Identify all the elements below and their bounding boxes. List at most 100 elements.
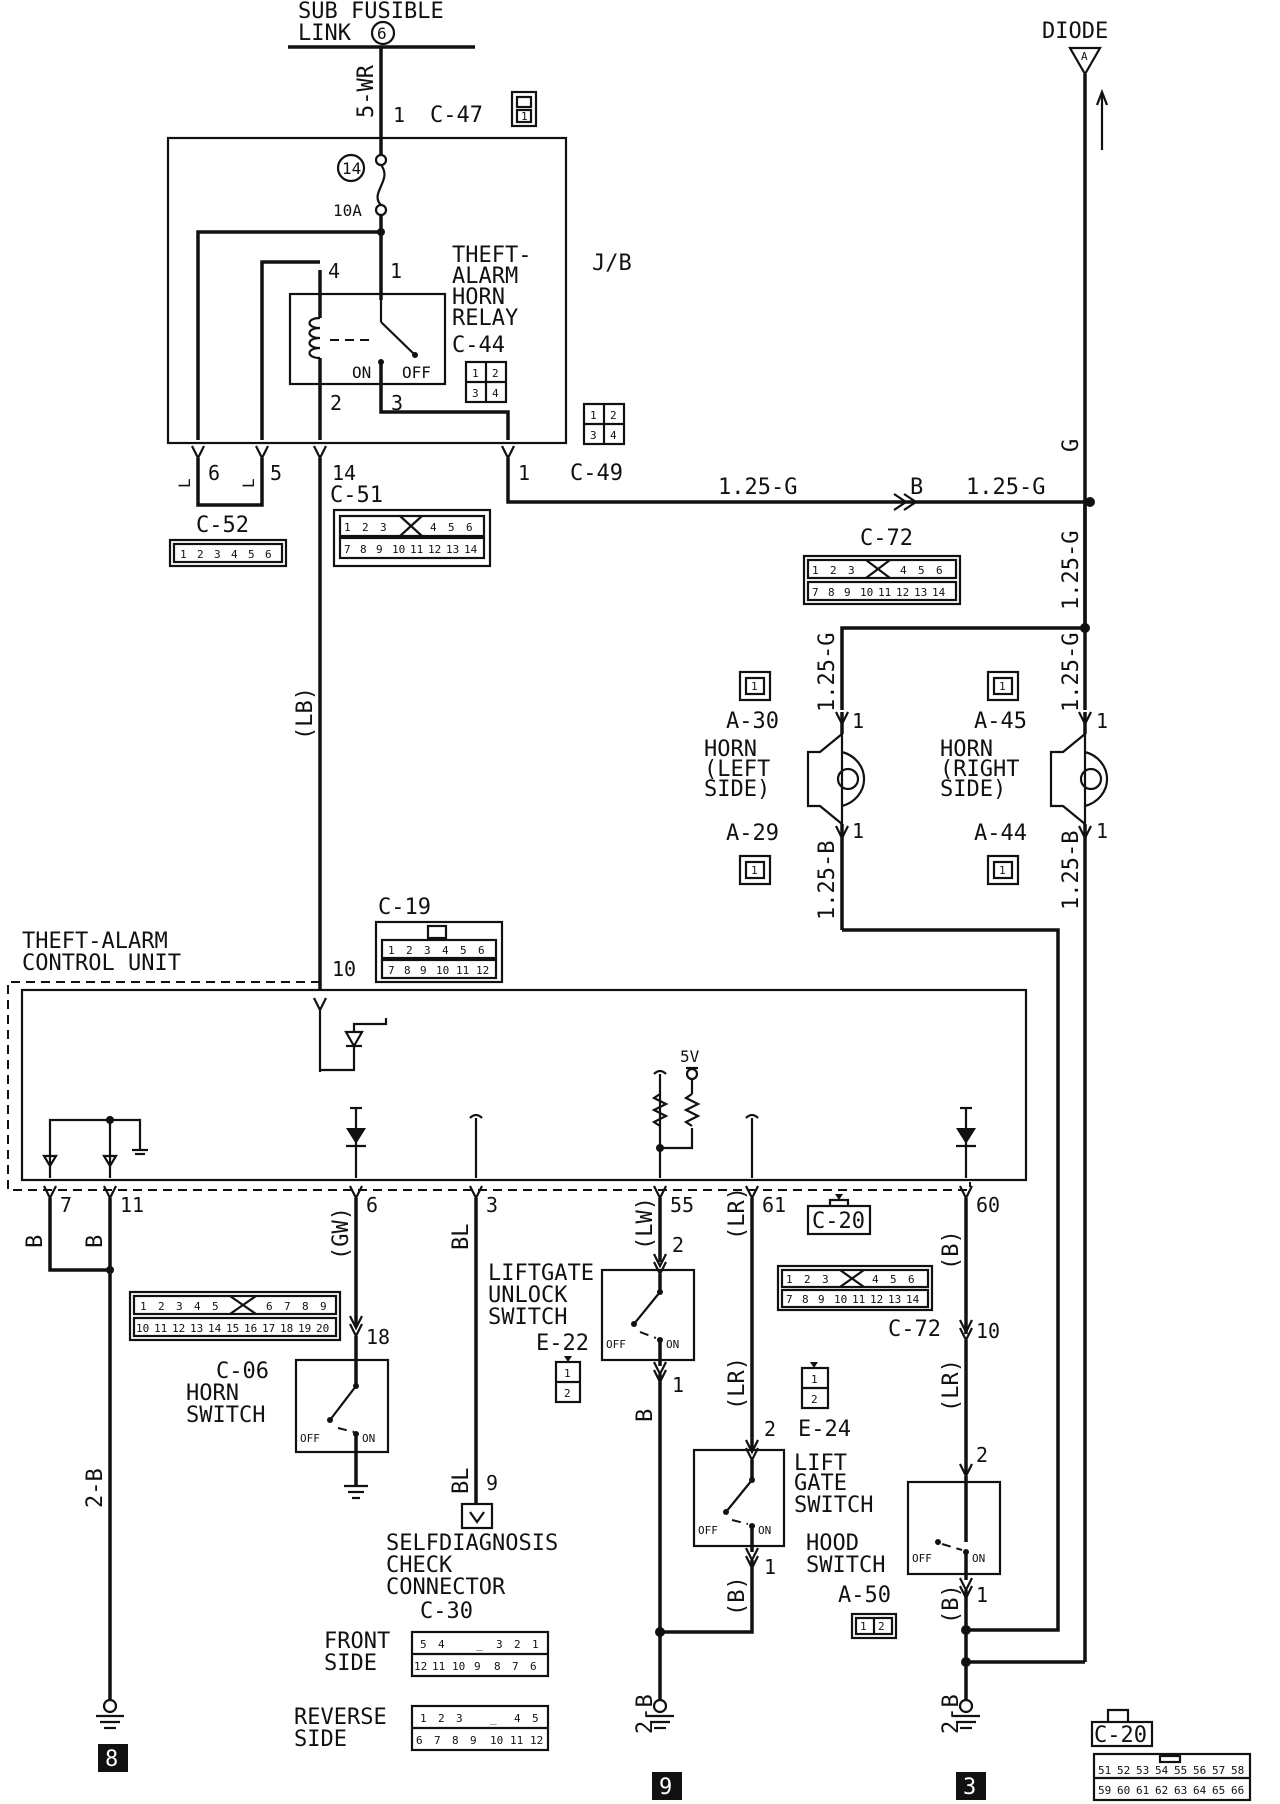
svg-text:12: 12	[414, 1660, 427, 1673]
selfdiag-label-1: SELFDIAGNOSIS	[386, 1531, 558, 1556]
wire-label-bl3: BL	[449, 1224, 474, 1251]
svg-text:1: 1	[590, 409, 597, 422]
svg-text:6: 6	[530, 1660, 537, 1673]
pin-c30-9: 9	[486, 1471, 498, 1495]
pin-c52-6: 6	[208, 461, 220, 485]
svg-text:18: 18	[280, 1322, 293, 1335]
wire-label-gw: (GW)	[329, 1207, 354, 1260]
horn-left-label-3: SIDE)	[704, 777, 770, 802]
svg-text:12: 12	[172, 1322, 185, 1335]
wire-label-b-lg: B	[633, 1409, 658, 1422]
control-unit-pin-arrows	[43, 1185, 973, 1201]
selfdiag-label-3: CONNECTOR	[386, 1575, 506, 1600]
wire-label-bl9: BL	[449, 1468, 474, 1495]
svg-text:9: 9	[844, 586, 851, 599]
svg-text:5: 5	[420, 1638, 427, 1651]
svg-text:5: 5	[212, 1300, 219, 1313]
svg-text:9: 9	[420, 964, 427, 977]
svg-text:1: 1	[811, 1373, 818, 1386]
fuse-element	[376, 164, 386, 206]
svg-text:57: 57	[1212, 1764, 1225, 1777]
connector-c06-face: 1 2 3 4 5 6 7 8 9 10 11 12 13 14 15 16 1…	[128, 1290, 342, 1342]
wire-horn-left-ground	[842, 928, 1060, 1632]
pin-c52-5: 5	[270, 461, 282, 485]
svg-text:5: 5	[460, 944, 467, 957]
control-unit-label-1: THEFT-ALARM	[22, 929, 168, 954]
svg-text:1: 1	[472, 367, 479, 380]
svg-text:65: 65	[1212, 1784, 1225, 1797]
svg-text:4: 4	[430, 521, 437, 534]
svg-text:1: 1	[786, 1273, 793, 1286]
relay-pin-2: 2	[330, 391, 342, 415]
svg-text:10: 10	[834, 1293, 847, 1306]
pin-e22-1: 1	[672, 1373, 684, 1397]
svg-text:11: 11	[456, 964, 469, 977]
connector-c20-label-bottom: C-20	[1094, 1723, 1147, 1748]
svg-text:19: 19	[298, 1322, 311, 1335]
svg-text:60: 60	[1117, 1784, 1130, 1797]
svg-text:12: 12	[428, 543, 441, 556]
diode-icon	[1068, 46, 1102, 77]
pin-6: 6	[366, 1193, 378, 1217]
wire-label-b11: B	[83, 1235, 108, 1248]
svg-text:1: 1	[521, 110, 528, 123]
liftgate-unlock-off: OFF	[606, 1338, 626, 1351]
svg-text:11: 11	[410, 543, 423, 556]
svg-text:17: 17	[262, 1322, 275, 1335]
svg-text:1: 1	[751, 680, 758, 693]
svg-text:66: 66	[1231, 1784, 1244, 1797]
relay-switch-arm	[380, 321, 416, 356]
connector-a29-face: 1	[738, 854, 772, 886]
svg-text:6: 6	[936, 564, 943, 577]
jb-bottom-connectors	[191, 445, 515, 461]
fuse-number: 14	[342, 159, 361, 178]
svg-text:4: 4	[610, 429, 617, 442]
wire-label-5wr: 5-WR	[354, 64, 379, 118]
connector-c06-label: C-06	[216, 1359, 269, 1384]
svg-text:14: 14	[464, 543, 478, 556]
svg-text:1: 1	[420, 1712, 427, 1725]
connector-c30-reverse-face: 1 2 3 _ 4 5 6 7 8 9 10 11 12	[410, 1704, 550, 1752]
connector-c20-face: 51 52 53 54 55 56 57 58 59 60 61 62 63 6…	[1092, 1752, 1252, 1802]
svg-text:6: 6	[416, 1734, 423, 1747]
pin-a29-1: 1	[852, 819, 864, 843]
wire-label-125g-hr: 1.25-G	[1059, 633, 1084, 712]
wire-horn-left-feed	[840, 626, 1085, 710]
svg-text:3: 3	[496, 1638, 503, 1651]
svg-text:20: 20	[316, 1322, 329, 1335]
svg-text:7: 7	[284, 1300, 291, 1313]
connector-c44-face: 1 2 3 4	[464, 360, 508, 404]
svg-text:3: 3	[472, 387, 479, 400]
svg-text:3: 3	[176, 1300, 183, 1313]
svg-text:13: 13	[914, 586, 927, 599]
wire-label-125b-r: 1.25-B	[1059, 831, 1084, 910]
relay-pin-1: 1	[390, 259, 402, 283]
pin-c72-10: 10	[976, 1319, 1000, 1343]
svg-text:1: 1	[999, 864, 1006, 877]
svg-text:9: 9	[818, 1293, 825, 1306]
wire-c49-to-horn-feed	[506, 458, 1090, 504]
reverse-side-label-2: SIDE	[294, 1727, 347, 1752]
svg-text:3: 3	[456, 1712, 463, 1725]
horn-left-label-1: HORN	[704, 737, 757, 762]
svg-text:2: 2	[564, 1387, 571, 1400]
wire-label-125b-l: 1.25-B	[815, 841, 840, 920]
pin-c19-10: 10	[332, 957, 356, 981]
connector-c44-label: C-44	[452, 333, 505, 358]
svg-text:7: 7	[512, 1660, 519, 1673]
reverse-side-label-1: REVERSE	[294, 1705, 387, 1730]
internal-diode-6	[346, 1106, 366, 1178]
svg-text:5: 5	[890, 1273, 897, 1286]
wire-jb-to-c52-6	[196, 230, 381, 440]
pin-a44-1: 1	[1096, 819, 1108, 843]
svg-text:11: 11	[852, 1293, 865, 1306]
svg-text:12: 12	[476, 964, 489, 977]
diode-pin: A	[1081, 50, 1088, 63]
wire-label-2b-9: 2-B	[633, 1694, 658, 1734]
fuse-terminal-top	[374, 153, 388, 167]
svg-text:62: 62	[1155, 1784, 1168, 1797]
connector-a30-face: 1	[738, 670, 772, 702]
fusible-link-number-circle	[370, 20, 396, 46]
svg-text:12: 12	[530, 1734, 543, 1747]
svg-text:1: 1	[532, 1638, 539, 1651]
